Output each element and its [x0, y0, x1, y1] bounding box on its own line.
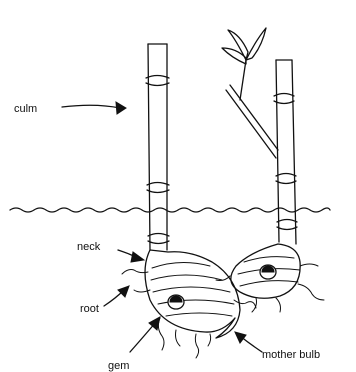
arrow-root [104, 286, 129, 306]
arrow-mother-bulb [235, 332, 262, 352]
label-mother-bulb: mother bulb [262, 349, 320, 361]
right-bulb [231, 244, 300, 298]
left-bulb [145, 250, 240, 338]
arrow-neck [118, 250, 144, 262]
label-culm: culm [14, 103, 37, 115]
ground-line [10, 208, 330, 212]
right-culm [274, 60, 297, 244]
label-gem: gem [108, 360, 129, 372]
left-culm [146, 44, 169, 250]
branch-with-leaves [222, 28, 278, 158]
label-root: root [80, 303, 99, 315]
arrow-gem [130, 317, 160, 352]
label-neck: neck [77, 241, 101, 253]
arrow-culm [62, 102, 126, 114]
roots [122, 264, 324, 358]
